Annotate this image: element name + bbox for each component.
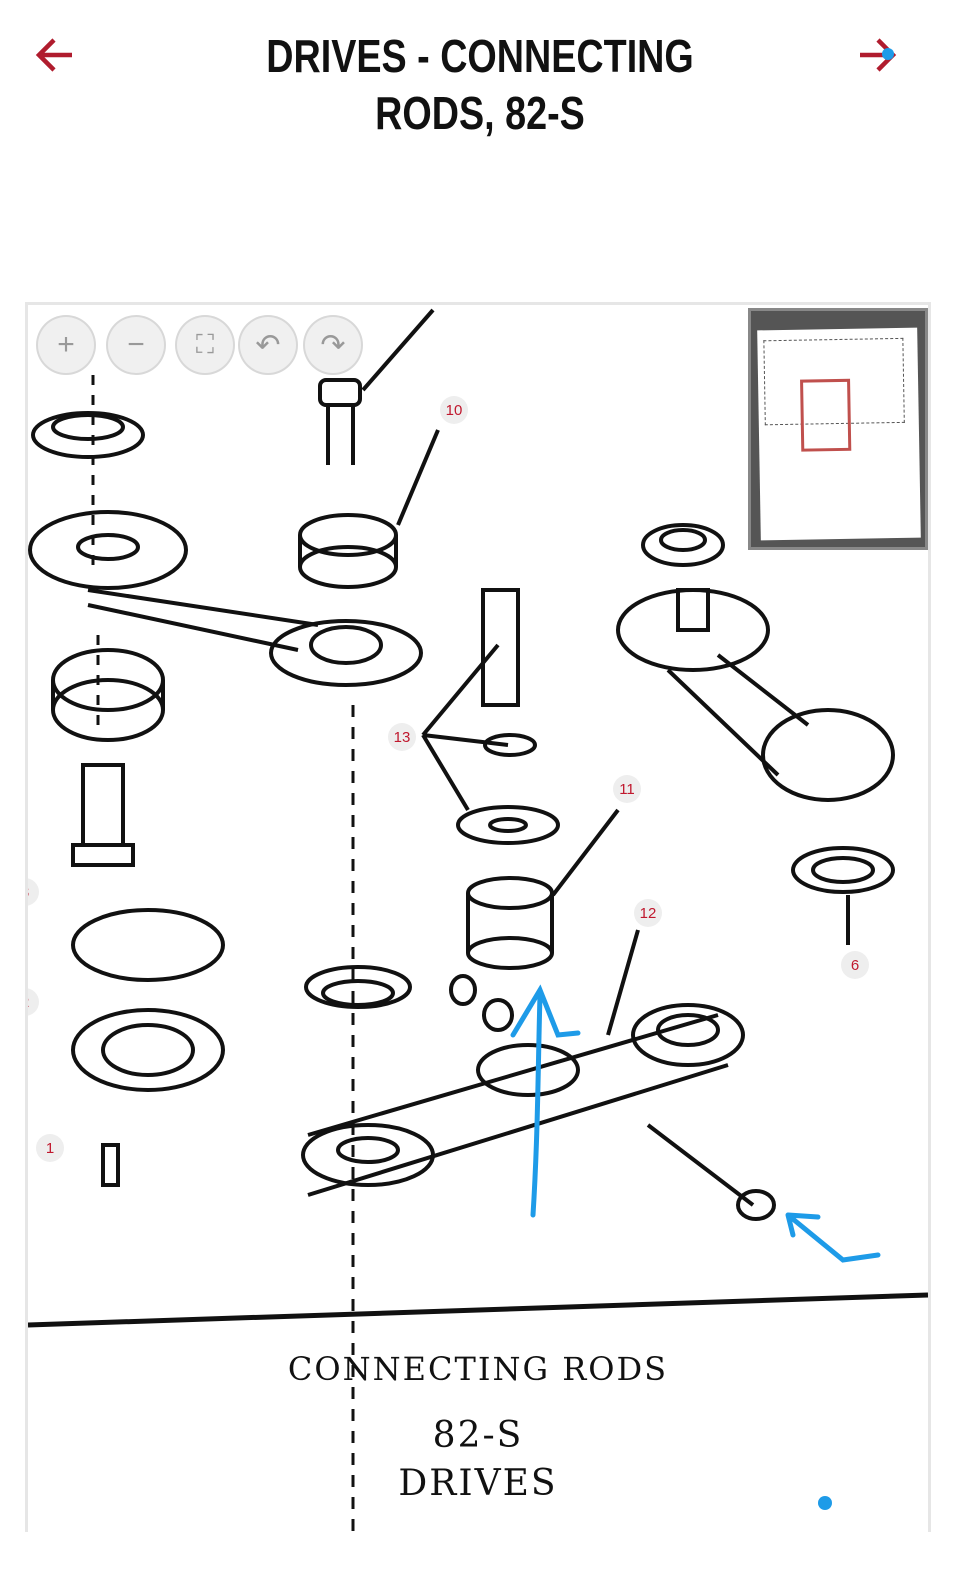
page-title: DRIVES - CONNECTING RODS, 82-S [234, 28, 726, 142]
minimap[interactable] [748, 308, 928, 550]
plus-icon: + [57, 328, 75, 361]
zoom-out-button[interactable]: − [106, 315, 166, 375]
rotate-right-button[interactable]: ↷ [303, 315, 363, 375]
rotate-left-icon: ↶ [255, 328, 281, 362]
back-button[interactable] [30, 30, 80, 80]
fit-screen-button[interactable]: ⛶ [175, 315, 235, 375]
parts-diagram [28, 308, 928, 1532]
diagram-viewer[interactable]: + − ⛶ ↶ ↷ 10 13 11 12 6 1 3 2 CONNECTING… [25, 302, 931, 1532]
callout-1[interactable]: 1 [36, 1134, 64, 1162]
callout-2[interactable]: 2 [28, 988, 39, 1016]
next-button[interactable] [852, 30, 902, 80]
callout-6[interactable]: 6 [841, 951, 869, 979]
callout-11[interactable]: 11 [613, 775, 641, 803]
caption-title: CONNECTING RODS [287, 1350, 669, 1388]
touch-indicator [882, 48, 894, 60]
caption-section: DRIVES [398, 1463, 558, 1504]
minus-icon: − [127, 328, 145, 361]
touch-indicator [818, 1496, 832, 1510]
minimap-page [757, 327, 921, 541]
zoom-in-button[interactable]: + [36, 315, 96, 375]
callout-3[interactable]: 3 [28, 878, 39, 906]
diagram-parts [28, 308, 928, 1532]
minimap-viewport[interactable] [800, 378, 852, 452]
title-line-2: RODS, 82-S [375, 87, 585, 139]
title-line-1: DRIVES - CONNECTING [266, 30, 694, 82]
rotate-left-button[interactable]: ↶ [238, 315, 298, 375]
arrow-left-icon [35, 38, 72, 72]
rotate-right-icon: ↷ [320, 328, 346, 362]
callout-10[interactable]: 10 [440, 396, 468, 424]
callout-12[interactable]: 12 [634, 899, 662, 927]
fullscreen-icon: ⛶ [195, 329, 215, 359]
callout-13[interactable]: 13 [388, 723, 416, 751]
hand-annotation [510, 984, 881, 1263]
caption-model: 82-S [432, 1415, 524, 1456]
